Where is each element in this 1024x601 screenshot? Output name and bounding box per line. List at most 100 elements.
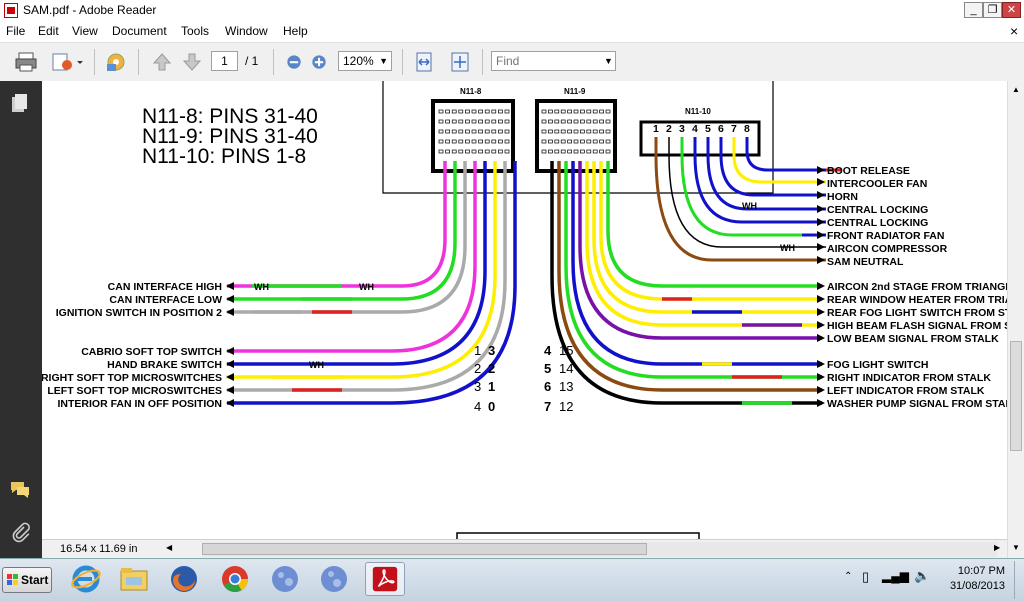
menu-help[interactable]: Help [283, 24, 308, 38]
label-aircon-compressor: AIRCON COMPRESSOR [827, 243, 948, 255]
menu-document[interactable]: Document [112, 24, 167, 38]
file-explorer-icon[interactable] [118, 563, 150, 595]
vertical-scrollbar[interactable]: ▲ ▼ [1007, 81, 1024, 558]
label-low-beam: LOW BEAM SIGNAL FROM STALK [827, 333, 999, 345]
menu-file[interactable]: File [6, 24, 26, 38]
close-button[interactable]: ✕ [1002, 2, 1021, 18]
adobe-reader-taskbar-button[interactable] [365, 562, 405, 596]
show-hidden-icons[interactable]: ⌃ [844, 571, 853, 582]
connector-pin [560, 149, 566, 154]
connector-pin [541, 129, 547, 134]
menu-view[interactable]: View [72, 24, 98, 38]
find-dropdown-icon[interactable]: ▼ [604, 56, 613, 66]
minimize-button[interactable]: _ [964, 2, 983, 18]
label-can-high: CAN INTERFACE HIGH [108, 281, 222, 293]
scroll-up-icon[interactable]: ▲ [1012, 85, 1020, 94]
vertical-scroll-thumb[interactable] [1010, 341, 1022, 451]
find-input[interactable] [491, 51, 616, 71]
connector-pin [592, 119, 598, 124]
scroll-right-icon[interactable]: ▶ [994, 543, 1001, 552]
fit-page-icon[interactable] [448, 50, 472, 74]
label-rear-window-heater: REAR WINDOW HEATER FROM TRIAN [827, 294, 1007, 306]
print-icon[interactable] [14, 50, 38, 74]
wire [227, 161, 517, 405]
connector-n11-8-pins [438, 109, 510, 154]
comments-icon[interactable] [9, 478, 31, 500]
share-icon[interactable] [50, 50, 84, 74]
close-document-button[interactable]: × [1010, 23, 1019, 39]
wire [550, 161, 822, 405]
menu-tools[interactable]: Tools [181, 24, 210, 38]
pin-number: 3 [679, 123, 685, 135]
scroll-left-icon[interactable]: ◀ [166, 543, 173, 552]
zoom-select[interactable]: 120%▼ [338, 51, 392, 71]
left-arrows [226, 282, 234, 407]
wire [227, 161, 447, 288]
pin-map-b: 0 [488, 399, 495, 414]
connector-pin [541, 149, 547, 154]
horizontal-scrollbar[interactable] [202, 542, 997, 557]
menu-window[interactable]: Window [225, 24, 268, 38]
status-bar: 16.54 x 11.69 in ◀ ▶ [42, 539, 1007, 559]
connector-pin [471, 149, 477, 154]
firefox-icon[interactable] [168, 563, 200, 595]
connector-pin [445, 139, 450, 144]
chrome-icon[interactable] [219, 563, 251, 595]
signal-icon[interactable]: ▂▄▆ [882, 569, 909, 583]
battery-icon[interactable]: ▯ [862, 569, 870, 584]
connector-pin [438, 129, 444, 134]
chevron-down-icon: ▼ [379, 56, 388, 66]
arrow-icon [817, 308, 825, 316]
pin-map-a: 1 [474, 343, 481, 358]
moon-app-icon-2[interactable] [318, 563, 350, 595]
connector-pin [554, 109, 560, 114]
horizontal-scroll-thumb[interactable] [202, 543, 647, 555]
wire [599, 161, 822, 301]
connector-pin [560, 119, 566, 124]
internet-explorer-icon[interactable] [70, 563, 102, 595]
pages-icon[interactable] [9, 93, 31, 115]
previous-page-icon[interactable] [150, 50, 174, 74]
arrow-icon [817, 282, 825, 290]
wire [557, 161, 822, 392]
show-desktop-button[interactable] [1014, 561, 1024, 599]
zoom-out-icon[interactable] [284, 50, 304, 74]
connector-pin [541, 119, 547, 124]
connector-pin [504, 119, 510, 124]
connector-pin [465, 139, 470, 144]
settings-gear-icon[interactable] [104, 50, 128, 74]
connector-pin [586, 139, 592, 144]
connector-pin [548, 139, 553, 144]
right-bottom-labels: FOG LIGHT SWITCH RIGHT INDICATOR FROM ST… [827, 359, 1007, 410]
toolbar-separator [94, 49, 95, 75]
pin-map-b: 2 [488, 361, 495, 376]
connector-pin [605, 129, 611, 134]
page-number-input[interactable]: 1 [211, 51, 238, 71]
zoom-in-icon[interactable] [309, 50, 329, 74]
n11-8-wires [227, 161, 517, 405]
right-mid-labels: AIRCON 2nd STAGE FROM TRIANGLE REAR WIND… [827, 281, 1007, 345]
connector-pin [554, 129, 560, 134]
restore-button[interactable]: ❐ [983, 2, 1002, 18]
start-button[interactable]: Start [2, 567, 52, 593]
fit-width-icon[interactable] [412, 50, 436, 74]
moon-app-icon[interactable] [269, 563, 301, 595]
connector-pin [554, 149, 560, 154]
connector-pin [438, 119, 444, 124]
menu-edit[interactable]: Edit [38, 24, 59, 38]
connector-pin [471, 129, 477, 134]
connector-pin [580, 149, 585, 154]
system-tray: ⌃ ▯ ▂▄▆ 🔈 [838, 559, 1024, 601]
connector-pin [491, 129, 497, 134]
attachments-icon[interactable] [9, 521, 31, 543]
scroll-down-icon[interactable]: ▼ [1012, 543, 1020, 552]
pin-map-b: 13 [559, 379, 573, 394]
connector-pin [484, 119, 490, 124]
connector-pin [458, 149, 464, 154]
next-page-icon[interactable] [180, 50, 204, 74]
clock[interactable]: 10:07 PM 31/08/2013 [905, 564, 1005, 594]
connector-pin [573, 119, 579, 124]
connector-pin [491, 109, 497, 114]
volume-icon[interactable]: 🔈 [914, 568, 931, 583]
arrow-icon [817, 218, 825, 226]
